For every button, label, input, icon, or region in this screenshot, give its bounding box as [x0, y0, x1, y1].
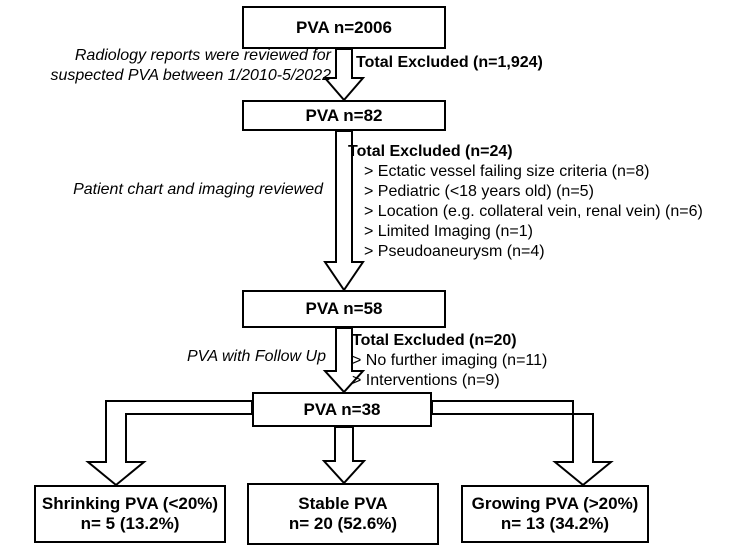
exclusion-second-item: > Location (e.g. collateral vein, renal …	[364, 203, 703, 220]
box-pva-38-label: PVA n=38	[303, 399, 381, 419]
arrow-38-to-shrinking	[85, 400, 253, 487]
box-pva-2006-label: PVA n=2006	[296, 17, 392, 37]
growing-pva-title: Growing PVA (>20%)	[471, 494, 639, 514]
arrow-38-to-growing	[431, 400, 614, 487]
exclusion-second-title: Total Excluded (n=24)	[348, 143, 513, 160]
box-pva-82: PVA n=82	[242, 100, 446, 131]
exclusion-third: Total Excluded (n=20) > No further imagi…	[352, 331, 547, 391]
note-follow-up-text: PVA with Follow Up	[186, 348, 326, 365]
arrow-58-to-38	[322, 327, 366, 394]
box-pva-82-label: PVA n=82	[305, 105, 383, 125]
box-pva-58: PVA n=58	[242, 290, 446, 328]
shrinking-pva-count: n= 5 (13.2%)	[80, 514, 180, 533]
exclusion-second-item: > Ectatic vessel failing size criteria (…	[364, 163, 650, 180]
arrow-38-to-stable	[321, 426, 367, 485]
note-chart-review: Patient chart and imaging reviewed	[73, 180, 323, 200]
note-radiology-review-line1: Radiology reports were reviewed for	[74, 47, 331, 64]
exclusion-third-item: > No further imaging (n=11)	[352, 352, 548, 369]
arrow-82-to-58	[323, 130, 365, 292]
note-chart-review-text: Patient chart and imaging reviewed	[73, 181, 323, 198]
exclusion-second-item: > Pseudoaneurysm (n=4)	[364, 243, 545, 260]
exclusion-third-item: > Interventions (n=9)	[352, 372, 500, 389]
note-radiology-review: Radiology reports were reviewed for susp…	[50, 46, 331, 86]
exclusion-second-item: > Limited Imaging (n=1)	[364, 223, 533, 240]
box-growing-pva: Growing PVA (>20%) n= 13 (34.2%)	[461, 485, 649, 543]
stable-pva-title: Stable PVA	[298, 494, 388, 514]
exclusion-first: Total Excluded (n=1,924)	[356, 53, 543, 73]
box-pva-2006: PVA n=2006	[242, 6, 446, 49]
box-pva-38: PVA n=38	[252, 392, 432, 427]
stable-pva-count: n= 20 (52.6%)	[288, 514, 398, 533]
note-follow-up: PVA with Follow Up	[187, 347, 326, 367]
exclusion-second: Total Excluded (n=24) > Ectatic vessel f…	[348, 142, 703, 262]
note-radiology-review-line2: suspected PVA between 1/2010-5/2022	[50, 67, 331, 84]
exclusion-first-title: Total Excluded (n=1,924)	[356, 54, 543, 71]
box-pva-58-label: PVA n=58	[305, 299, 383, 319]
arrow-2006-to-82	[322, 48, 366, 102]
box-stable-pva: Stable PVA n= 20 (52.6%)	[247, 483, 439, 545]
growing-pva-count: n= 13 (34.2%)	[500, 514, 610, 533]
box-shrinking-pva: Shrinking PVA (<20%) n= 5 (13.2%)	[34, 485, 226, 543]
shrinking-pva-title: Shrinking PVA (<20%)	[41, 494, 219, 514]
exclusion-third-title: Total Excluded (n=20)	[352, 332, 517, 349]
exclusion-second-item: > Pediatric (<18 years old) (n=5)	[364, 183, 594, 200]
